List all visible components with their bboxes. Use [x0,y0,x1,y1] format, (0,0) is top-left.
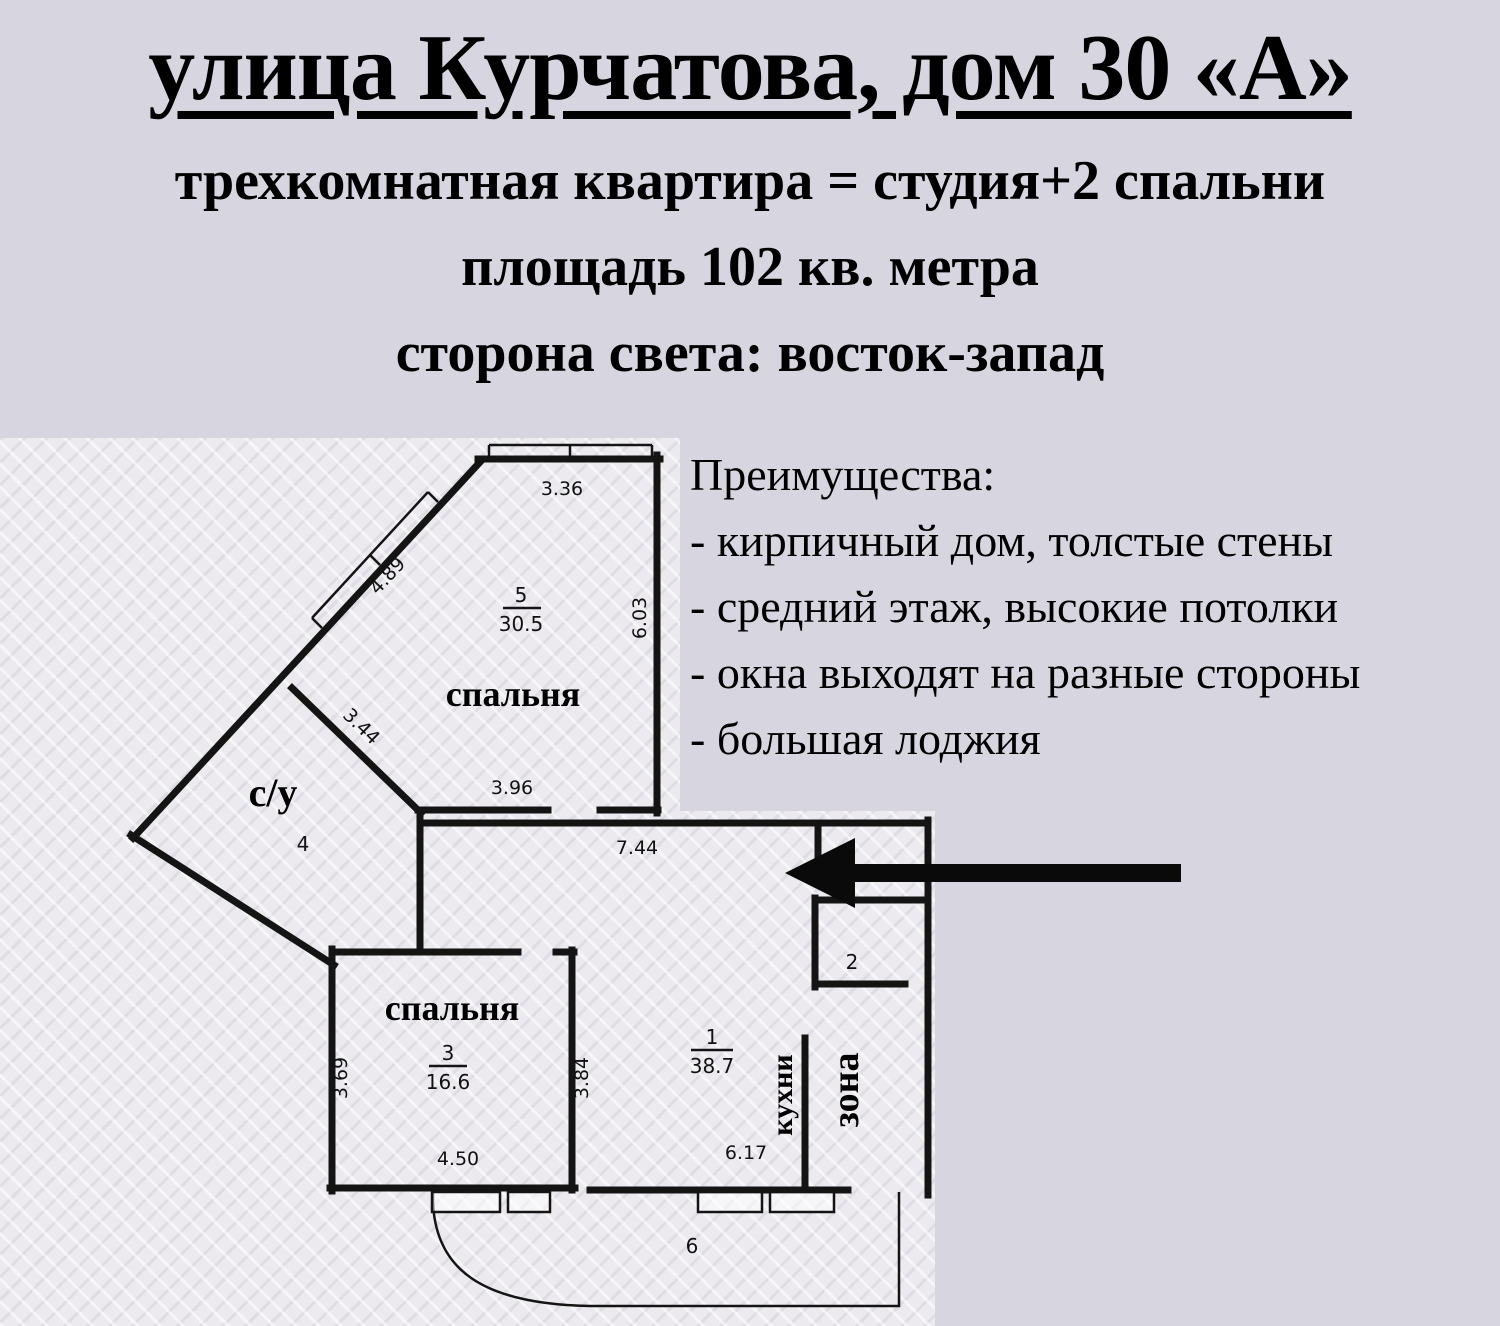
advantage-item-3: - окна выходят на разные стороны [690,647,1361,698]
advantages-heading: Преимущества: [690,449,996,500]
advantage-item-2: - средний этаж, высокие потолки [690,581,1339,632]
room-number-bathroom: 4 [297,832,310,856]
room-label-bathroom: с/у [249,770,298,815]
window-studio-a [696,1190,764,1214]
dim-bedroom2-right: 3.84 [571,1057,593,1099]
window-bedroom-top [487,443,654,459]
room-label-kitchen-word2: кухни [766,1054,799,1135]
window-studio-b [768,1190,836,1214]
wall-diagonal-lower [126,830,339,970]
floorplan-scan: 3.36 4.89 6.03 3.44 3.96 7.44 3.69 3.84 … [0,438,935,1326]
dim-diagonal-window: 4.89 [365,553,410,599]
window-diagonal [311,491,439,629]
room-number-balcony: 2 [846,950,859,974]
room-number-bedroom-top: 5 [515,583,528,607]
window-bedroom2-a [430,1190,502,1214]
wall-diagonal-outer [128,456,486,843]
room-number-studio: 1 [706,1025,719,1049]
advantage-item-1: - кирпичный дом, толстые стены [690,515,1334,566]
room-label-kitchen-word1: зона [825,1053,867,1128]
dim-studio-bottom: 6.17 [725,1142,767,1164]
dim-bedroom-top-right: 6.03 [629,597,651,639]
subtitle-area: площадь 102 кв. метра [461,236,1039,299]
arrow-head [785,838,855,908]
arrow-shaft [851,864,1181,882]
room-area-bedroom2: 16.6 [426,1070,471,1094]
dim-bedroom-top-bottom: 3.96 [491,777,533,799]
room-area-studio: 38.7 [690,1054,735,1078]
dim-studio-top: 7.44 [616,837,658,859]
room-number-bedroom2: 3 [442,1041,455,1065]
advantages-block: Преимущества: - кирпичный дом, толстые с… [690,442,1495,772]
subtitle-orientation: сторона света: восток-запад [395,322,1105,385]
page-title: улица Курчатова, дом 30 «А» [148,16,1353,120]
room-number-loggia: 6 [686,1234,699,1258]
dim-top-window: 3.36 [541,478,583,500]
dim-bedroom2-left: 3.69 [330,1057,352,1099]
room-label-bedroom-top: спальня [446,674,581,714]
arrow-pointer [785,838,1181,908]
room-area-bedroom-top: 30.5 [499,612,544,636]
header: улица Курчатова, дом 30 «А» трехкомнатна… [0,14,1500,396]
subtitle-layout: трехкомнатная квартира = студия+2 спальн… [174,150,1326,213]
dim-bedroom2-bottom: 4.50 [437,1148,479,1170]
loggia-outline [431,1191,901,1308]
advantage-item-4: - большая лоджия [690,713,1041,764]
window-bedroom2-b [506,1190,552,1214]
room-label-bedroom2: спальня [385,988,520,1028]
wall-diagonal-inner [287,683,426,818]
